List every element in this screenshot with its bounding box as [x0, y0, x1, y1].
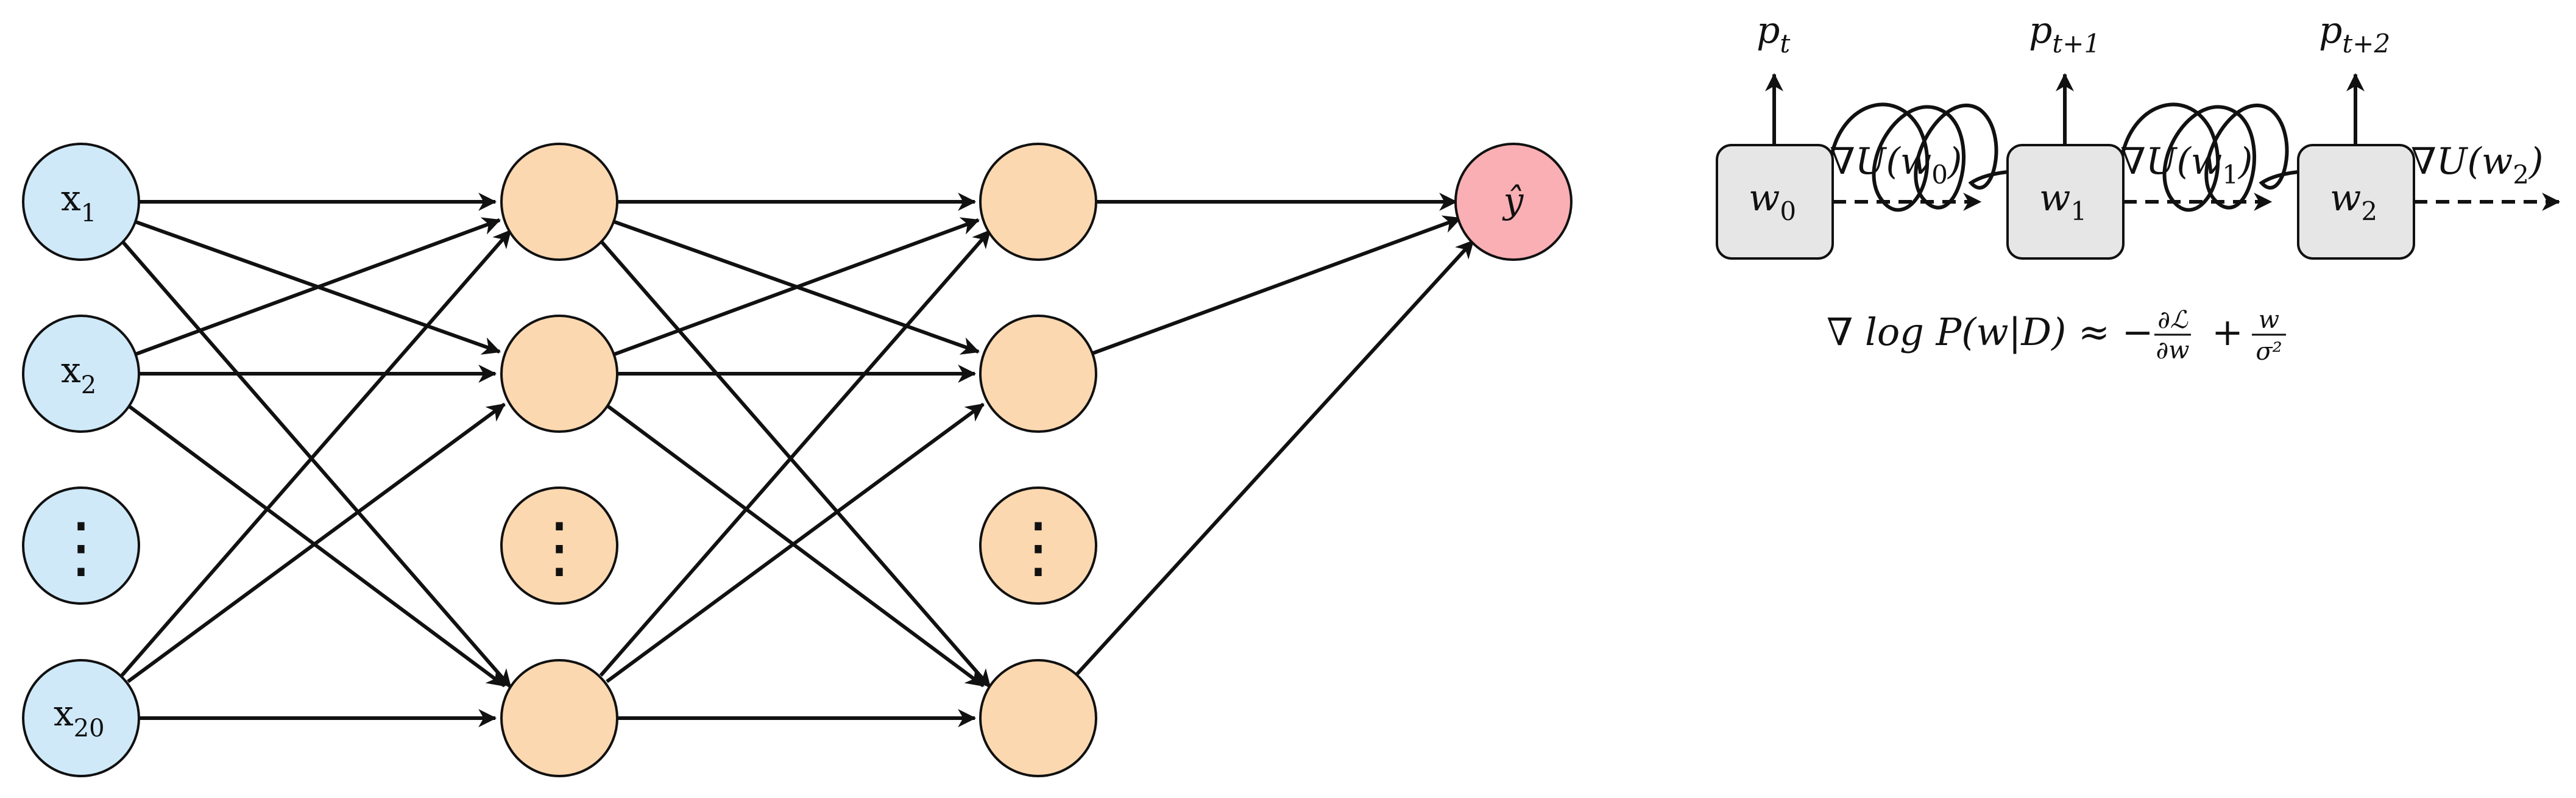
- edge-x1-h1d: [120, 240, 512, 688]
- input-node-1: [22, 143, 140, 261]
- momentum-label-1: pt+1: [2029, 9, 2100, 59]
- input-labels: x1 x2 ⋮ x20: [48, 177, 115, 743]
- neural-network: x1 x2 ⋮ x20 ⋮ ⋮ ŷ: [22, 143, 1573, 777]
- equation-frac2-num: w: [2259, 306, 2279, 334]
- input-node-ellipsis: [22, 486, 140, 605]
- equation-frac2-den: σ²: [2256, 338, 2282, 366]
- output-node: [1454, 143, 1573, 261]
- edge-x20-h1a: [120, 229, 512, 677]
- state-box-1: [2006, 144, 2125, 260]
- equation-frac1-den: ∂w: [2156, 337, 2190, 365]
- coil-0-1: [1829, 102, 2008, 212]
- hidden1-node-1: [500, 143, 618, 261]
- edge-h1b-h2a: [612, 217, 980, 357]
- input-node-20: [22, 659, 140, 777]
- momentum-arrows: [1765, 73, 2365, 145]
- equation-plus: +: [2212, 310, 2243, 354]
- hidden-layer-1: [500, 143, 618, 777]
- hidden1-node-last: [500, 659, 618, 777]
- edge-h2b-out: [1091, 215, 1462, 355]
- state-label-1: w1: [2039, 177, 2087, 226]
- state-label-2: w2: [2330, 177, 2377, 226]
- momentum-label-0: pt: [1757, 9, 1790, 59]
- momentum-label-2: pt+2: [2319, 9, 2390, 59]
- edge-h2d-out: [1072, 239, 1475, 680]
- equation-lhs: ∇ log P(w|D) ≈ −: [1827, 310, 2154, 354]
- gradient-label-1: ∇U(w1): [2120, 140, 2252, 190]
- input-label-1: x1: [61, 177, 96, 227]
- gradient-label-2: ∇U(w2): [2411, 140, 2543, 190]
- sampler-chain: w0 w1 w2 pt pt+1 pt+2 ∇U(w0): [1716, 9, 2561, 366]
- edge-h1b-h2d: [606, 404, 985, 688]
- trajectory-coils: [1829, 102, 2299, 212]
- input-node-2: [22, 315, 140, 433]
- hidden2-node-last: [979, 659, 1097, 777]
- state-labels: w0 w1 w2: [1749, 177, 2377, 226]
- input-label-2: x2: [61, 349, 96, 399]
- edge-x2-h1a: [133, 217, 501, 357]
- momentum-labels: pt pt+1 pt+2: [1757, 9, 2390, 59]
- state-box-2: [2297, 144, 2415, 260]
- input-ellipsis: ⋮: [48, 508, 115, 586]
- hidden-layer-2: [979, 143, 1097, 777]
- hidden2-node-ellipsis: [979, 486, 1097, 605]
- edge-h1d-h2b: [606, 402, 985, 683]
- hidden2-ellipsis: ⋮: [1005, 508, 1072, 586]
- output-label: ŷ: [1502, 180, 1524, 221]
- edge-h1a-h2d: [599, 240, 992, 688]
- state-box-0: [1716, 144, 1834, 260]
- hidden2-node-2: [979, 315, 1097, 433]
- state-label-0: w0: [1749, 177, 1796, 226]
- hidden2-node-1: [979, 143, 1097, 261]
- posterior-gradient-equation: ∇ log P(w|D) ≈ − ∂ℒ ∂w + w σ²: [1827, 306, 2286, 366]
- input-layer: [22, 143, 140, 777]
- hidden1-node-2: [500, 315, 618, 433]
- hidden1-ellipsis: ⋮: [526, 508, 593, 586]
- network-connections: [120, 193, 1475, 727]
- hidden1-node-ellipsis: [500, 486, 618, 605]
- gradient-labels: ∇U(w0) ∇U(w1) ∇U(w2): [1830, 140, 2543, 190]
- equation-frac1-num: ∂ℒ: [2157, 306, 2189, 334]
- coil-1-2: [2120, 102, 2299, 212]
- edge-x2-h1d: [127, 404, 506, 688]
- state-boxes: [1716, 144, 2415, 260]
- edge-h1d-h2a: [599, 229, 992, 677]
- gradient-label-0: ∇U(w0): [1830, 140, 1962, 190]
- input-label-20: x20: [54, 693, 105, 743]
- edge-x20-h1b: [127, 402, 506, 683]
